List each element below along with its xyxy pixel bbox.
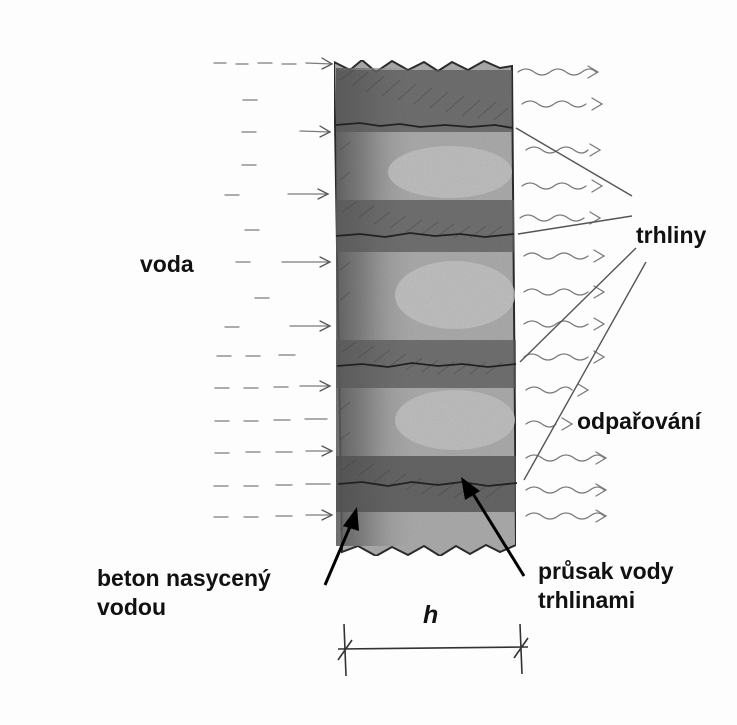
leader-crack-2 bbox=[517, 215, 633, 235]
seepage-label-line2: trhlinami bbox=[538, 587, 636, 613]
concrete-wall bbox=[332, 58, 518, 558]
thickness-dimension bbox=[337, 623, 529, 677]
dry-core-2 bbox=[395, 261, 515, 329]
crack-line-3 bbox=[336, 362, 517, 368]
evaporation-label: odpařování bbox=[577, 408, 701, 434]
saturated-concrete-label-line1: beton nasycený bbox=[97, 565, 271, 591]
pointer-arrows bbox=[323, 477, 526, 586]
seepage-label: průsak vody trhlinami bbox=[538, 557, 674, 615]
crack-leaders bbox=[515, 127, 647, 481]
cracks bbox=[335, 122, 518, 487]
evaporation-arrows bbox=[517, 65, 608, 523]
water-arrows bbox=[213, 57, 334, 521]
leader-crack-4 bbox=[523, 261, 647, 481]
seepage-label-line1: průsak vody bbox=[538, 558, 674, 584]
leader-crack-1 bbox=[515, 127, 633, 197]
crack-line-1 bbox=[335, 122, 514, 129]
water-label: voda bbox=[140, 251, 194, 277]
arrow-seepage-head bbox=[461, 477, 480, 500]
crack-band-1 bbox=[336, 70, 512, 132]
thickness-label: h bbox=[423, 601, 439, 629]
hatching bbox=[339, 69, 509, 531]
arrow-saturated-head bbox=[343, 507, 359, 531]
saturated-concrete-label-line2: vodou bbox=[97, 594, 166, 620]
crack-line-2 bbox=[335, 232, 515, 238]
crack-line-4 bbox=[337, 481, 518, 487]
dimension-line bbox=[337, 646, 529, 650]
dry-core-1 bbox=[388, 146, 512, 198]
dimension-slash-right bbox=[513, 637, 529, 659]
crack-band-2 bbox=[336, 200, 514, 252]
dimension-slash-left bbox=[337, 639, 353, 661]
saturated-concrete-label: beton nasycený vodou bbox=[97, 564, 271, 622]
arrow-seepage-shaft bbox=[470, 491, 526, 577]
arrow-saturated-shaft bbox=[323, 521, 354, 586]
dry-core-3 bbox=[395, 390, 515, 450]
cracks-label: trhliny bbox=[636, 222, 707, 248]
leader-crack-3 bbox=[519, 247, 637, 363]
